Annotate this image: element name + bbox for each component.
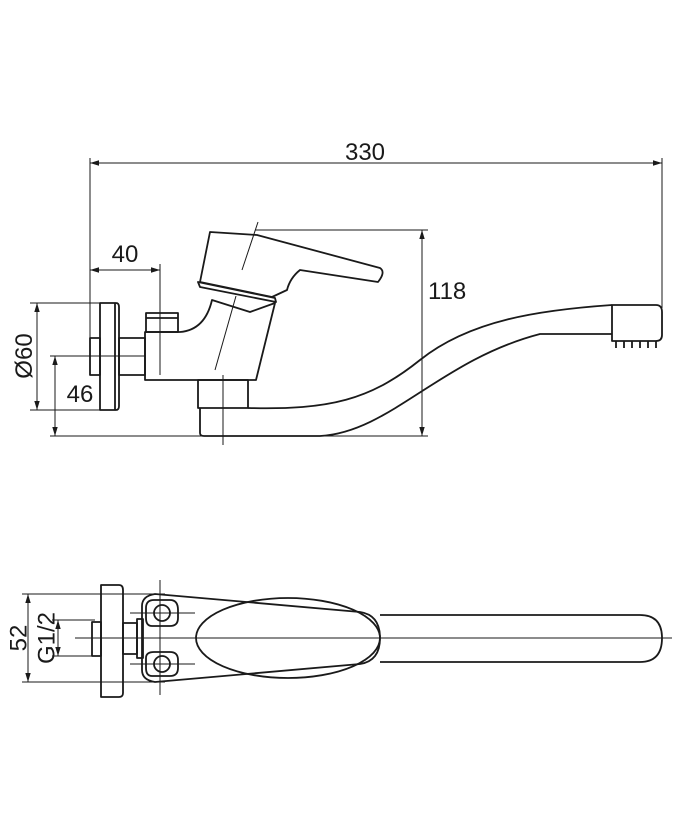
top-view: 52 G1/2 [5, 580, 672, 698]
side-view: 330 40 118 Ø60 46 [11, 139, 663, 445]
wall-flange-top [100, 584, 124, 698]
label-52: 52 [5, 625, 32, 652]
lever-handle [199, 231, 384, 298]
wall-flange [99, 302, 120, 411]
label-46: 46 [67, 381, 94, 408]
faucet-top [75, 580, 672, 698]
label-330: 330 [345, 139, 385, 166]
spout-lower [199, 333, 612, 437]
label-diameter-60: Ø60 [11, 333, 38, 378]
faucet-side [89, 221, 663, 445]
spout-upper [247, 304, 613, 410]
label-118: 118 [428, 278, 466, 305]
label-40: 40 [112, 241, 139, 268]
aerator [611, 304, 663, 342]
label-g12: G1/2 [33, 612, 60, 664]
mixer-body [144, 299, 276, 381]
body-top [141, 593, 381, 683]
